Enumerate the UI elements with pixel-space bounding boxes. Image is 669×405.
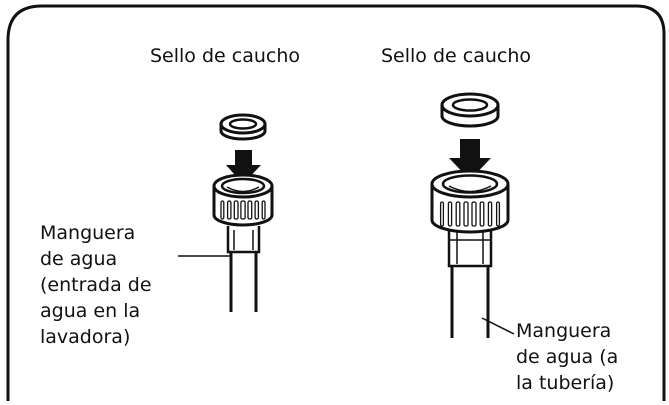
right-hose-label-line: la tubería) <box>516 372 615 394</box>
left-seal-label: Sello de caucho <box>150 45 301 67</box>
right-assembly <box>430 92 515 338</box>
left-hose-label: Manguera de agua (entrada de agua en la … <box>40 220 152 350</box>
left-hose-label-line: lavadora) <box>40 326 131 348</box>
coupling-ridges <box>439 201 501 227</box>
coupling-ridge <box>240 200 246 220</box>
coupling-ridge <box>487 201 493 227</box>
right-seal-label: Sello de caucho <box>381 45 532 67</box>
coupling-ridge <box>439 201 445 227</box>
right-hose-label-line: de agua (a <box>516 346 619 368</box>
left-assembly <box>178 113 274 312</box>
left-hose-label-line: agua en la <box>40 300 141 322</box>
rubber-seal-icon <box>440 92 500 128</box>
coupling-ridge <box>471 201 477 227</box>
rubber-seal-icon <box>219 113 267 141</box>
coupling-ridge <box>447 201 453 227</box>
water-hose-icon <box>229 248 258 312</box>
right-hose-label-line: Manguera <box>516 320 612 342</box>
hose-coupling-icon <box>212 173 274 254</box>
right-hose-label: Manguera de agua (a la tubería) <box>516 318 618 396</box>
coupling-ridge <box>220 200 225 220</box>
coupling-ridge <box>463 201 469 227</box>
hose-coupling-icon <box>430 169 510 268</box>
coupling-ridge <box>247 200 253 220</box>
coupling-ridge <box>495 201 501 227</box>
coupling-ridge <box>254 200 260 220</box>
left-hose-label-line: (entrada de <box>40 274 152 296</box>
coupling-ridge <box>261 200 266 220</box>
left-hose-label-line: de agua <box>40 248 118 270</box>
coupling-ridges <box>220 200 266 220</box>
coupling-ridge <box>455 201 461 227</box>
right-hose-leader-line <box>481 317 515 335</box>
coupling-ridge <box>226 200 232 220</box>
diagram-frame <box>6 4 666 401</box>
left-hose-label-line: Manguera <box>40 222 136 244</box>
down-arrow-icon <box>449 139 491 180</box>
coupling-ridge <box>479 201 485 227</box>
water-hose-icon <box>450 262 490 338</box>
coupling-ridge <box>233 200 239 220</box>
